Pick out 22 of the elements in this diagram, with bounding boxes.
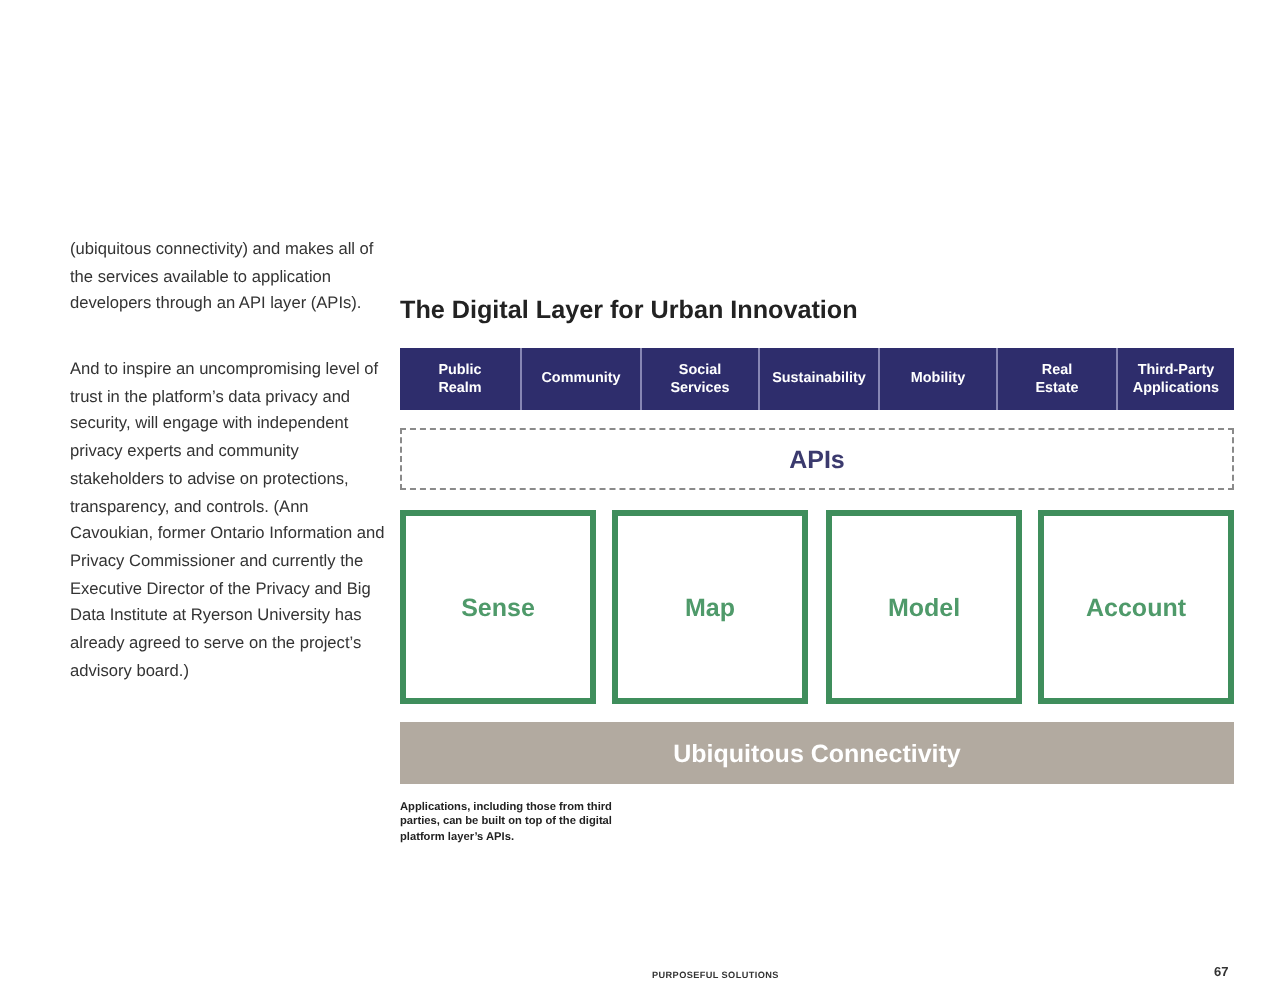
module-label: Sense	[461, 593, 535, 621]
module-label: Map	[685, 593, 735, 621]
category-tile	[996, 348, 1116, 410]
module-label: Model	[887, 593, 961, 621]
category-tile	[400, 348, 520, 410]
body-paragraph: And to inspire an uncompromising level of trust in the platform’s data privacy and security, will engage with independent privacy experts and community stakeholders to advise on protections, transparency, and controls. (Ann Cavoukian, former Ontario Information and Privacy Commissioner and currently the Executive Director of the Privacy and Big Data Institute at Ryerson University has already agreed to serve on the project’s advisory board.)	[70, 356, 387, 684]
connectivity-band	[400, 722, 1234, 784]
category-tile	[878, 348, 996, 410]
category-tile	[1116, 348, 1234, 410]
module-label: Account	[1086, 593, 1186, 621]
band-label: Ubiquitous Connectivity	[673, 739, 961, 767]
category-tile	[758, 348, 878, 410]
module-panel	[826, 510, 1022, 704]
module-panel	[1038, 510, 1234, 704]
module-panel	[400, 510, 596, 704]
api-layer-frame	[400, 428, 1234, 490]
layer-label: APIs	[789, 445, 845, 473]
category-tile	[640, 348, 758, 410]
module-panel	[612, 510, 808, 704]
diagram-title: The Digital Layer for Urban Innovation	[400, 296, 858, 324]
category-tile	[520, 348, 640, 410]
body-paragraph: (ubiquitous connectivity) and makes all of the services available to application developers through an API layer (APIs).	[70, 236, 376, 317]
